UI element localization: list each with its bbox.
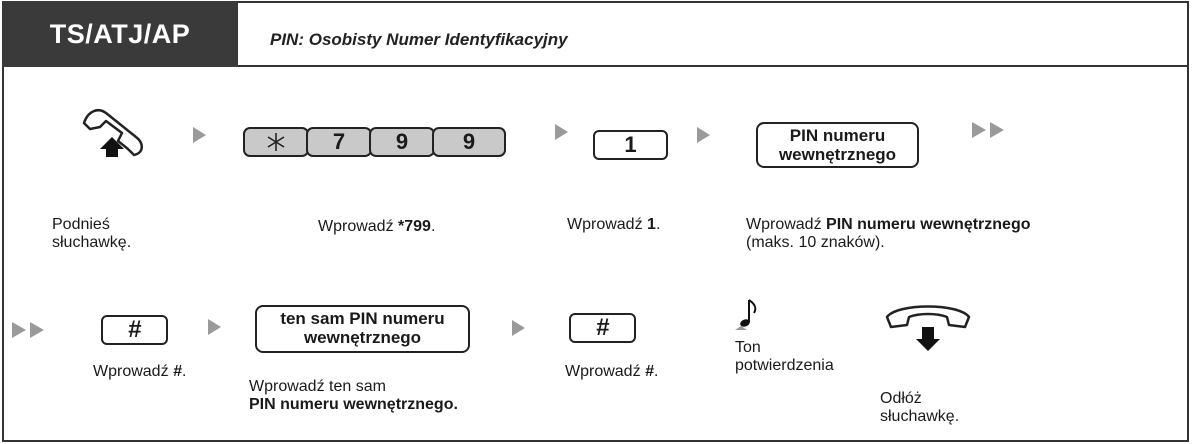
hash-label: Wprowadź #. bbox=[93, 363, 187, 380]
pin-label: Wprowadź PIN numeru wewnętrznego (maks. … bbox=[746, 216, 1031, 251]
hash-label: Wprowadź #. bbox=[565, 363, 659, 380]
arrow-right-icon bbox=[193, 127, 206, 143]
arrow-right-icon bbox=[555, 124, 568, 140]
key-9-b: 9 bbox=[432, 127, 506, 157]
mode-tab: TS/ATJ/AP bbox=[2, 1, 238, 67]
one-label: Wprowadź 1. bbox=[567, 216, 661, 233]
pin-key: PIN numeru wewnętrznego bbox=[756, 122, 919, 168]
code-label: Wprowadź *799. bbox=[318, 218, 436, 235]
header-bar bbox=[2, 1, 1189, 67]
same-pin-label: Wprowadź ten sam PIN numeru wewnętrznego… bbox=[249, 378, 458, 413]
handset-hangup-icon bbox=[885, 305, 971, 351]
hangup-label: Odłóż słuchawkę. bbox=[880, 390, 960, 425]
hash-key: # bbox=[101, 315, 168, 345]
arrow-right-icon bbox=[208, 319, 221, 335]
star-key bbox=[243, 127, 309, 157]
double-arrow-icon bbox=[972, 122, 1004, 138]
lift-label: Podnieś słuchawkę. bbox=[52, 216, 132, 251]
double-arrow-icon bbox=[12, 322, 44, 338]
handset-lift-icon bbox=[82, 109, 143, 157]
key-1: 1 bbox=[593, 130, 668, 160]
music-note-icon bbox=[735, 299, 757, 330]
key-7: 7 bbox=[306, 127, 372, 157]
key-9-a: 9 bbox=[369, 127, 435, 157]
arrow-right-icon bbox=[697, 127, 710, 143]
arrow-right-icon bbox=[512, 320, 525, 336]
header-title: PIN: Osobisty Numer Identyfikacyjny bbox=[270, 30, 568, 49]
hash-key: # bbox=[569, 313, 636, 343]
same-pin-key: ten sam PIN numeru wewnętrznego bbox=[255, 305, 470, 353]
asterisk-icon bbox=[267, 133, 285, 151]
tone-label: Ton potwierdzenia bbox=[735, 339, 834, 374]
